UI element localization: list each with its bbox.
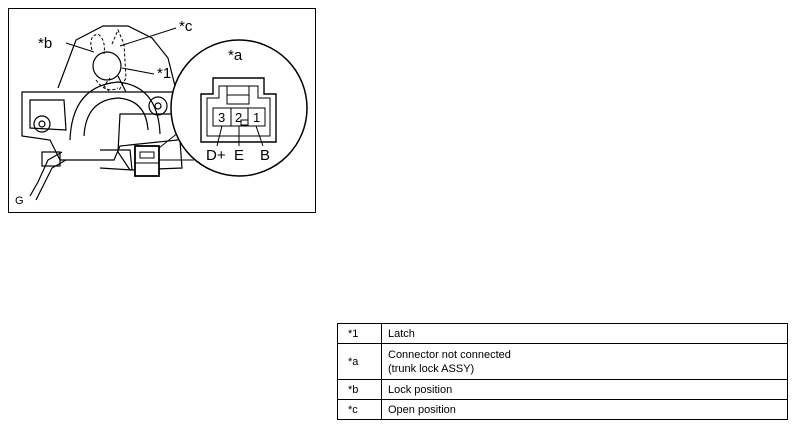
terminal-b-label: B	[260, 147, 270, 164]
open-position-outline	[103, 28, 127, 93]
legend-key: *a	[337, 343, 382, 380]
pin-1-label: 1	[253, 110, 260, 125]
connector-face	[200, 77, 277, 143]
legend-text-cell: Connector not connected (trunk lock ASSY…	[381, 343, 788, 380]
terminal-d-plus-label: D+	[206, 147, 226, 164]
legend-row: *1 Latch	[337, 323, 788, 344]
diagram-frame	[8, 8, 316, 213]
legend-key: *1	[337, 323, 382, 344]
terminal-e-label: E	[234, 147, 244, 164]
legend-text: Latch	[381, 323, 788, 344]
pin-2-label: 2	[235, 110, 242, 125]
legend-text: Connector not connected	[388, 348, 511, 361]
legend-key: *c	[337, 399, 382, 420]
figure-code: G	[15, 195, 24, 207]
legend-text: Lock position	[381, 379, 788, 400]
callout-legend-table: *1 Latch *a Connector not connected (tru…	[337, 323, 788, 420]
latch-positions	[90, 28, 127, 93]
legend-text: Open position	[381, 399, 788, 420]
legend-key: *b	[337, 379, 382, 400]
callout-a: *a	[228, 47, 243, 64]
legend-row: *c Open position	[337, 399, 788, 420]
callout-1: *1	[157, 65, 171, 82]
legend-text-secondary: (trunk lock ASSY)	[388, 362, 475, 375]
lock-position-outline	[90, 33, 105, 55]
connector-location	[134, 145, 160, 177]
legend-row: *a Connector not connected (trunk lock A…	[337, 343, 788, 380]
callout-leaders	[65, 27, 177, 75]
legend-row: *b Lock position	[337, 379, 788, 400]
terminal-leaders	[216, 125, 264, 147]
pin-3-label: 3	[218, 110, 225, 125]
callout-c: *c	[179, 18, 193, 35]
callout-b: *b	[38, 35, 52, 52]
